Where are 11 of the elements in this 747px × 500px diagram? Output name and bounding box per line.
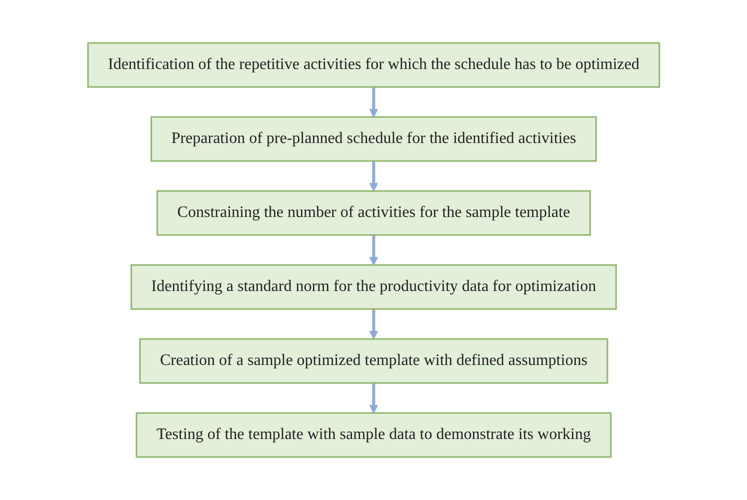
node-box: Testing of the template with sample data to demonstrate its working [136,412,612,458]
arrow [369,87,378,118]
node-box: Identifying a standard norm for the productivity data for optimization [130,264,617,310]
node-box: Preparation of pre-planned schedule for the identified activities [150,116,597,162]
arrow [369,161,378,192]
node-box: Constraining the number of activities for the sample template [156,190,591,236]
node-box: Identification of the repetitive activities for which the schedule has to be optimized [87,42,660,88]
node-box: Creation of a sample optimized template with defined assumptions [139,338,608,384]
arrow [369,309,378,340]
arrow [369,383,378,414]
arrow [369,235,378,266]
